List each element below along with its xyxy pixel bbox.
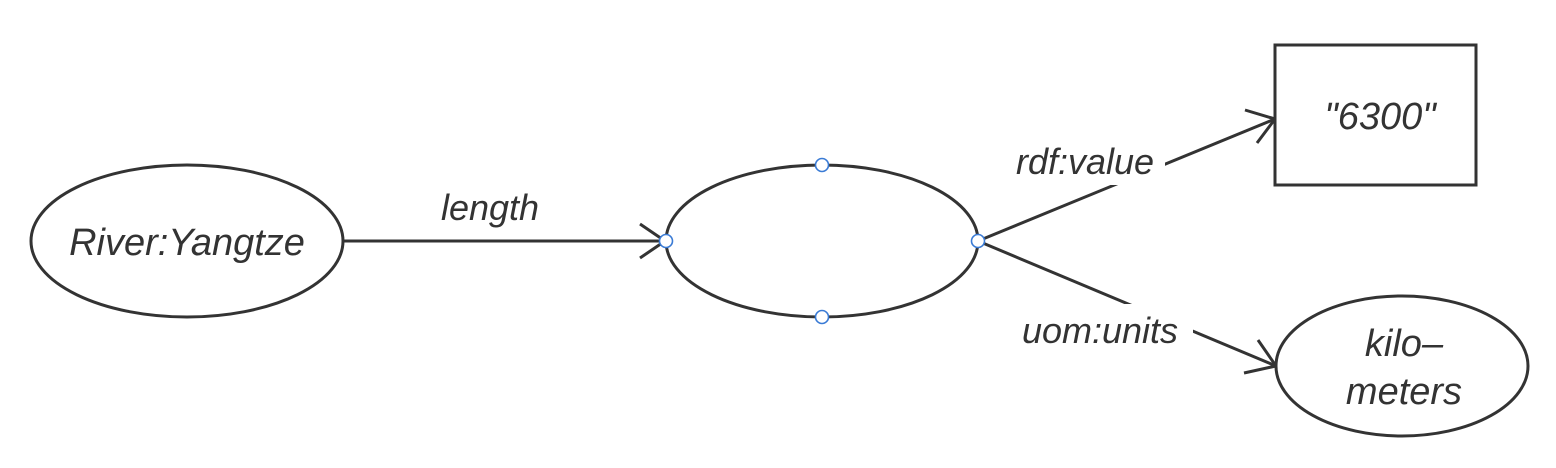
edge-length-label: length bbox=[441, 187, 539, 228]
node-river-yangtze-label: River:Yangtze bbox=[69, 222, 305, 264]
node-kilometers-label-line2: meters bbox=[1346, 371, 1462, 413]
edge-uom-units-label-bg bbox=[1007, 304, 1193, 350]
node-kilometers-ellipse[interactable] bbox=[1274, 294, 1530, 438]
selection-handle-bottom[interactable] bbox=[814, 309, 830, 325]
node-literal-6300-box[interactable] bbox=[1273, 43, 1478, 187]
edge-rdf-value-label-bg bbox=[1003, 143, 1165, 185]
node-river-yangtze[interactable]: River:Yangtze bbox=[29, 163, 345, 319]
node-literal-6300-label: "6300" bbox=[1324, 96, 1437, 138]
node-blank-ellipse[interactable] bbox=[664, 163, 980, 319]
edge-uom-units-label: uom:units bbox=[1022, 310, 1178, 351]
node-kilometers[interactable]: kilo– meters bbox=[1274, 294, 1530, 438]
node-literal-6300[interactable]: "6300" bbox=[1273, 43, 1478, 187]
selection-handle-left[interactable] bbox=[658, 233, 674, 249]
node-kilometers-label-line1: kilo– bbox=[1365, 323, 1444, 365]
edge-uom-units-arrowhead bbox=[1243, 339, 1279, 375]
edge-length[interactable] bbox=[343, 222, 668, 260]
edge-rdf-value-label: rdf:value bbox=[1016, 141, 1154, 182]
node-river-yangtze-ellipse[interactable] bbox=[29, 163, 345, 319]
selection-handle-right[interactable] bbox=[970, 233, 986, 249]
edge-uom-units-line[interactable] bbox=[977, 239, 1277, 368]
node-blank[interactable] bbox=[658, 157, 986, 325]
selection-handle-top[interactable] bbox=[814, 157, 830, 173]
